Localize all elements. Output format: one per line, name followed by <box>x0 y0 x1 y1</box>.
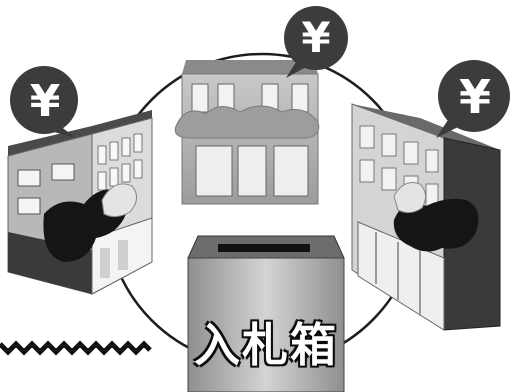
arm-right <box>393 198 479 252</box>
yen-bubble-right <box>436 60 510 138</box>
yen-bubble-left <box>10 66 78 138</box>
ballot-box <box>187 235 345 392</box>
checkered-line <box>0 340 152 356</box>
building-top <box>174 60 320 205</box>
ballot-box-label: 入札箱 <box>194 318 338 372</box>
yen-icon: ¥ <box>458 70 491 124</box>
yen-icon: ¥ <box>301 12 331 62</box>
yen-bubble-top <box>284 6 348 78</box>
yen-icon: ¥ <box>29 75 61 127</box>
